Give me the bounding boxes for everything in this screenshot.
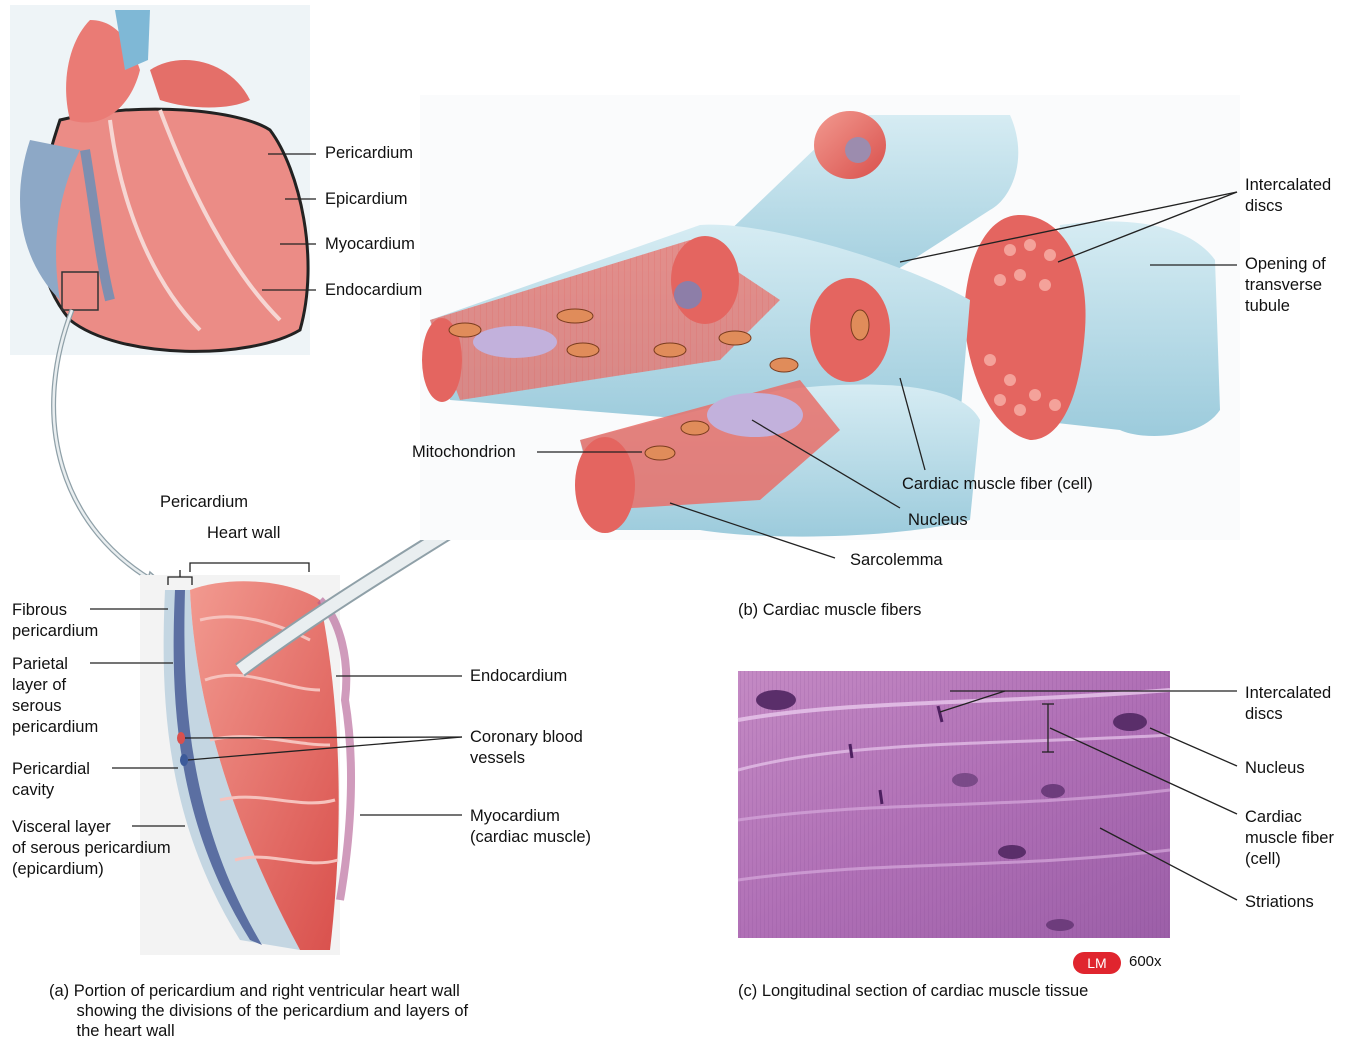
magnification-label: 600x xyxy=(1129,953,1162,970)
nucleus-2 xyxy=(707,393,803,437)
cardiac-fiber-illustration xyxy=(420,95,1240,540)
label-cardiac-fiber-c: Cardiac muscle fiber (cell) xyxy=(1245,807,1334,870)
label-endocardium-heart: Endocardium xyxy=(325,280,422,301)
label-intercalated-discs-b: Intercalated discs xyxy=(1245,175,1331,217)
label-intercalated-discs-c: Intercalated discs xyxy=(1245,683,1331,725)
nucleus-1 xyxy=(473,326,557,358)
label-visceral-layer: Visceral layer of serous pericardium (ep… xyxy=(12,817,171,880)
heart-illustration xyxy=(10,5,310,355)
label-pericardium-wall: Pericardium xyxy=(160,492,248,513)
coronary-artery xyxy=(177,732,185,744)
caption-c: (c) Longitudinal section of cardiac musc… xyxy=(738,981,1088,1001)
label-pericardium-heart: Pericardium xyxy=(325,143,413,164)
label-coronary-vessels: Coronary blood vessels xyxy=(470,727,583,769)
coronary-vein xyxy=(180,754,188,766)
caption-a: (a) Portion of pericardium and right ven… xyxy=(49,981,468,1041)
heart-wall-section xyxy=(140,575,351,955)
label-sarcolemma: Sarcolemma xyxy=(850,550,943,571)
label-endocardium-wall: Endocardium xyxy=(470,666,567,687)
label-nucleus-b: Nucleus xyxy=(908,510,968,531)
micrograph xyxy=(738,671,1170,938)
lm-badge: LM xyxy=(1073,952,1121,974)
label-myocardium-heart: Myocardium xyxy=(325,234,415,255)
label-epicardium-heart: Epicardium xyxy=(325,189,408,210)
label-myocardium-wall: Myocardium (cardiac muscle) xyxy=(470,806,591,848)
label-parietal-layer: Parietal layer of serous pericardium xyxy=(12,654,98,738)
caption-b: (b) Cardiac muscle fibers xyxy=(738,600,921,620)
label-transverse-tubule: Opening of transverse tubule xyxy=(1245,254,1326,317)
label-cardiac-fiber-b: Cardiac muscle fiber (cell) xyxy=(902,474,1093,495)
label-pericardial-cavity: Pericardial cavity xyxy=(12,759,90,801)
label-striations: Striations xyxy=(1245,892,1314,913)
label-nucleus-c: Nucleus xyxy=(1245,758,1305,779)
label-heart-wall: Heart wall xyxy=(207,523,280,544)
label-fibrous-pericardium: Fibrous pericardium xyxy=(12,600,98,642)
label-mitochondrion: Mitochondrion xyxy=(412,442,516,463)
